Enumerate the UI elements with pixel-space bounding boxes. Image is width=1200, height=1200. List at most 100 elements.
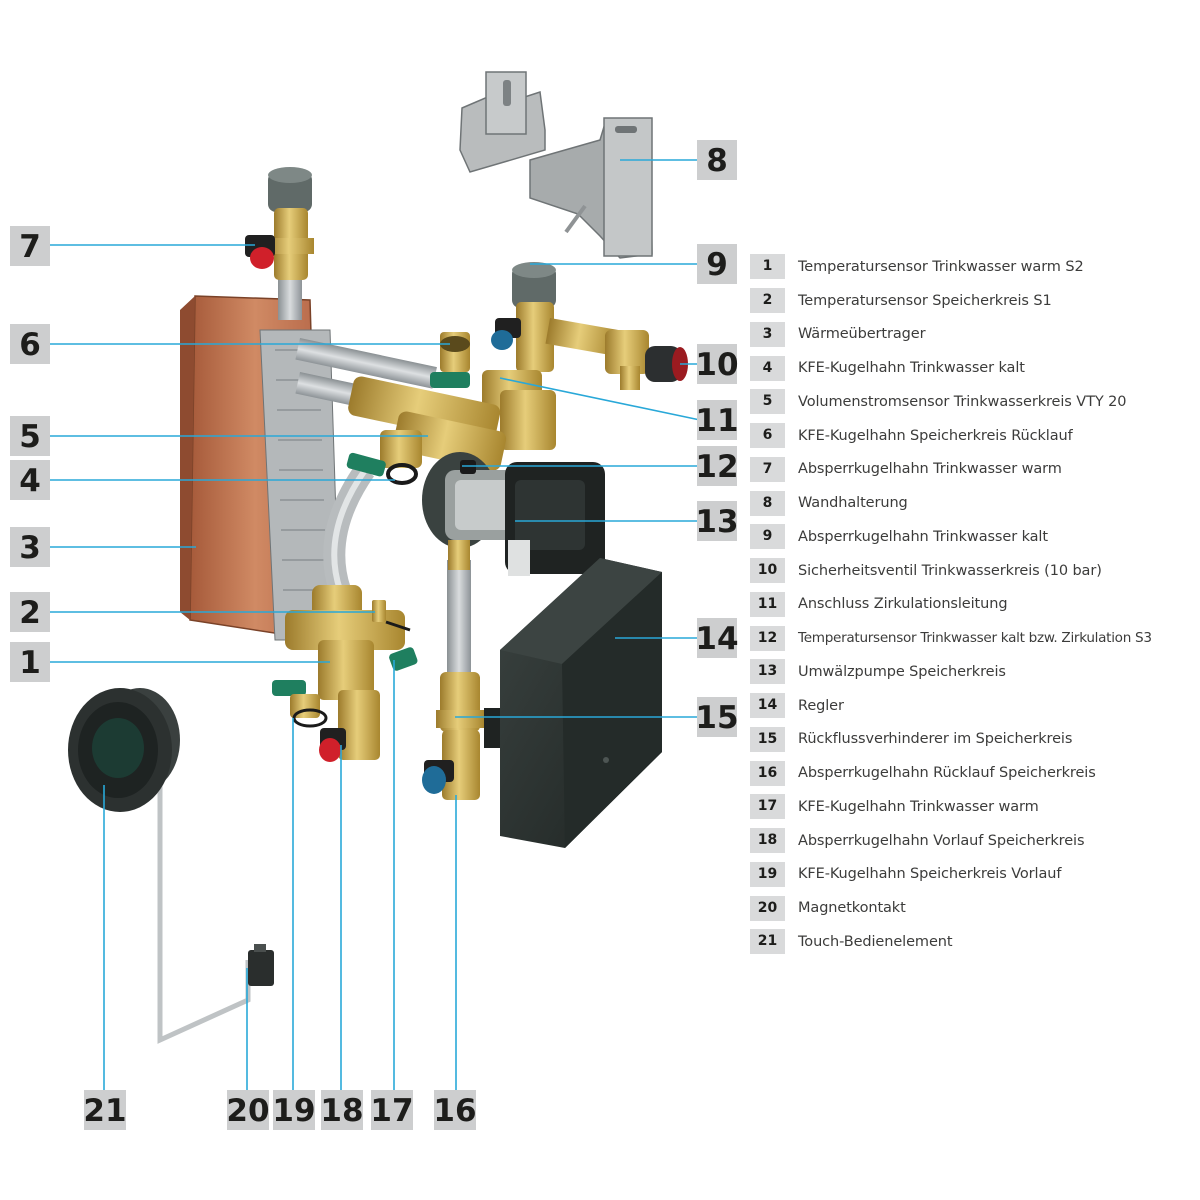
callout-21-label: 21 — [83, 1093, 126, 1129]
legend-label-18: Absperrkugelhahn Vorlauf Speicherkreis — [798, 832, 1085, 849]
callout-19: 19 — [272, 1090, 316, 1130]
legend-label-14: Regler — [798, 697, 844, 714]
callout-15: 15 — [695, 697, 739, 737]
callout-7: 7 — [10, 226, 50, 266]
legend-badge-2: 2 — [750, 288, 785, 314]
touch-panel-illustration — [68, 688, 251, 1044]
callout-9: 9 — [697, 244, 737, 284]
legend-badge-11: 11 — [750, 591, 785, 617]
callout-2: 2 — [10, 592, 50, 632]
valve-7-illustration — [245, 167, 314, 280]
callout-16: 16 — [433, 1090, 477, 1130]
legend-label-11: Anschluss Zirkulationsleitung — [798, 596, 1008, 613]
legend-badge-3: 3 — [750, 321, 785, 347]
legend-label-5: Volumenstromsensor Trinkwasserkreis VTY … — [798, 393, 1127, 410]
leader-lines — [50, 159, 701, 1090]
legend-label-15: Rückflussverhinderer im Speicherkreis — [798, 731, 1073, 748]
legend-badge-20: 20 — [750, 895, 785, 921]
legend-badge-8: 8 — [750, 490, 785, 516]
callout-18-label: 18 — [320, 1093, 363, 1129]
legend-badge-12: 12 — [750, 625, 785, 651]
legend-item-18: 18 Absperrkugelhahn Vorlauf Speicherkreis — [750, 824, 1200, 858]
legend-label-16: Absperrkugelhahn Rücklauf Speicherkreis — [798, 765, 1096, 782]
callout-13: 13 — [695, 501, 739, 541]
legend-item-2: 2 Temperatursensor Speicherkreis S1 — [750, 284, 1200, 318]
callout-8: 8 — [697, 140, 737, 180]
callout-17-label: 17 — [370, 1093, 413, 1129]
legend-item-20: 20 Magnetkontakt — [750, 891, 1200, 925]
callout-12: 12 — [695, 446, 739, 486]
legend-badge-13: 13 — [750, 659, 785, 685]
callout-16-label: 16 — [433, 1093, 476, 1129]
callout-8-label: 8 — [706, 143, 728, 179]
legend-label-9: Absperrkugelhahn Trinkwasser kalt — [798, 528, 1048, 545]
valve-15-16-illustration — [422, 672, 500, 800]
legend-badge-21: 21 — [750, 929, 785, 955]
callout-20: 20 — [226, 1090, 270, 1130]
circulation-connection-11-illustration — [482, 370, 556, 450]
controller-illustration — [500, 558, 662, 848]
legend-label-17: KFE-Kugelhahn Trinkwasser warm — [798, 798, 1039, 815]
callout-boxes: 7 6 5 4 3 2 1 8 — [10, 140, 739, 1130]
callout-17: 17 — [370, 1090, 414, 1130]
leader-line-11 — [499, 377, 701, 421]
callout-4: 4 — [10, 460, 50, 500]
legend-badge-7: 7 — [750, 456, 785, 482]
callout-19-label: 19 — [272, 1093, 315, 1129]
legend-item-3: 3 Wärmeübertrager — [750, 318, 1200, 352]
callout-14: 14 — [695, 618, 739, 658]
legend-item-21: 21 Touch-Bedienelement — [750, 925, 1200, 959]
callout-6-label: 6 — [19, 327, 41, 363]
callout-21: 21 — [83, 1090, 127, 1130]
magnetic-contact-illustration — [248, 944, 274, 986]
pump-illustration — [422, 452, 605, 576]
manifold-illustration — [346, 332, 507, 485]
legend-label-13: Umwälzpumpe Speicherkreis — [798, 663, 1006, 680]
legend-badge-4: 4 — [750, 355, 785, 381]
legend-item-4: 4 KFE-Kugelhahn Trinkwasser kalt — [750, 351, 1200, 385]
callout-15-label: 15 — [695, 700, 738, 736]
callout-10: 10 — [695, 344, 739, 384]
callout-6: 6 — [10, 324, 50, 364]
callout-9-label: 9 — [706, 247, 728, 283]
legend-badge-18: 18 — [750, 828, 785, 854]
legend-badge-19: 19 — [750, 861, 785, 887]
callout-7-label: 7 — [19, 229, 41, 265]
legend-item-13: 13 Umwälzpumpe Speicherkreis — [750, 655, 1200, 689]
callout-11: 11 — [695, 400, 739, 440]
callout-18: 18 — [320, 1090, 364, 1130]
callout-5-label: 5 — [19, 419, 41, 455]
valve-9-illustration — [491, 262, 619, 372]
legend-label-21: Touch-Bedienelement — [798, 933, 953, 950]
legend-item-19: 19 KFE-Kugelhahn Speicherkreis Vorlauf — [750, 858, 1200, 892]
legend-label-19: KFE-Kugelhahn Speicherkreis Vorlauf — [798, 866, 1062, 883]
legend-label-4: KFE-Kugelhahn Trinkwasser kalt — [798, 360, 1025, 377]
callout-20-label: 20 — [226, 1093, 269, 1129]
legend-label-2: Temperatursensor Speicherkreis S1 — [798, 292, 1052, 309]
callout-14-label: 14 — [695, 621, 738, 657]
callout-10-label: 10 — [695, 347, 738, 383]
callout-13-label: 13 — [695, 504, 738, 540]
callout-3: 3 — [10, 527, 50, 567]
legend-label-20: Magnetkontakt — [798, 900, 906, 917]
legend-label-3: Wärmeübertrager — [798, 326, 926, 343]
legend-label-6: KFE-Kugelhahn Speicherkreis Rücklauf — [798, 427, 1073, 444]
callout-1: 1 — [10, 642, 50, 682]
callout-12-label: 12 — [695, 449, 738, 485]
heat-exchanger-illustration — [180, 295, 341, 641]
legend-item-11: 11 Anschluss Zirkulationsleitung — [750, 588, 1200, 622]
legend-badge-1: 1 — [750, 254, 785, 280]
legend-label-7: Absperrkugelhahn Trinkwasser warm — [798, 461, 1062, 478]
callout-5: 5 — [10, 416, 50, 456]
legend-badge-10: 10 — [750, 558, 785, 584]
